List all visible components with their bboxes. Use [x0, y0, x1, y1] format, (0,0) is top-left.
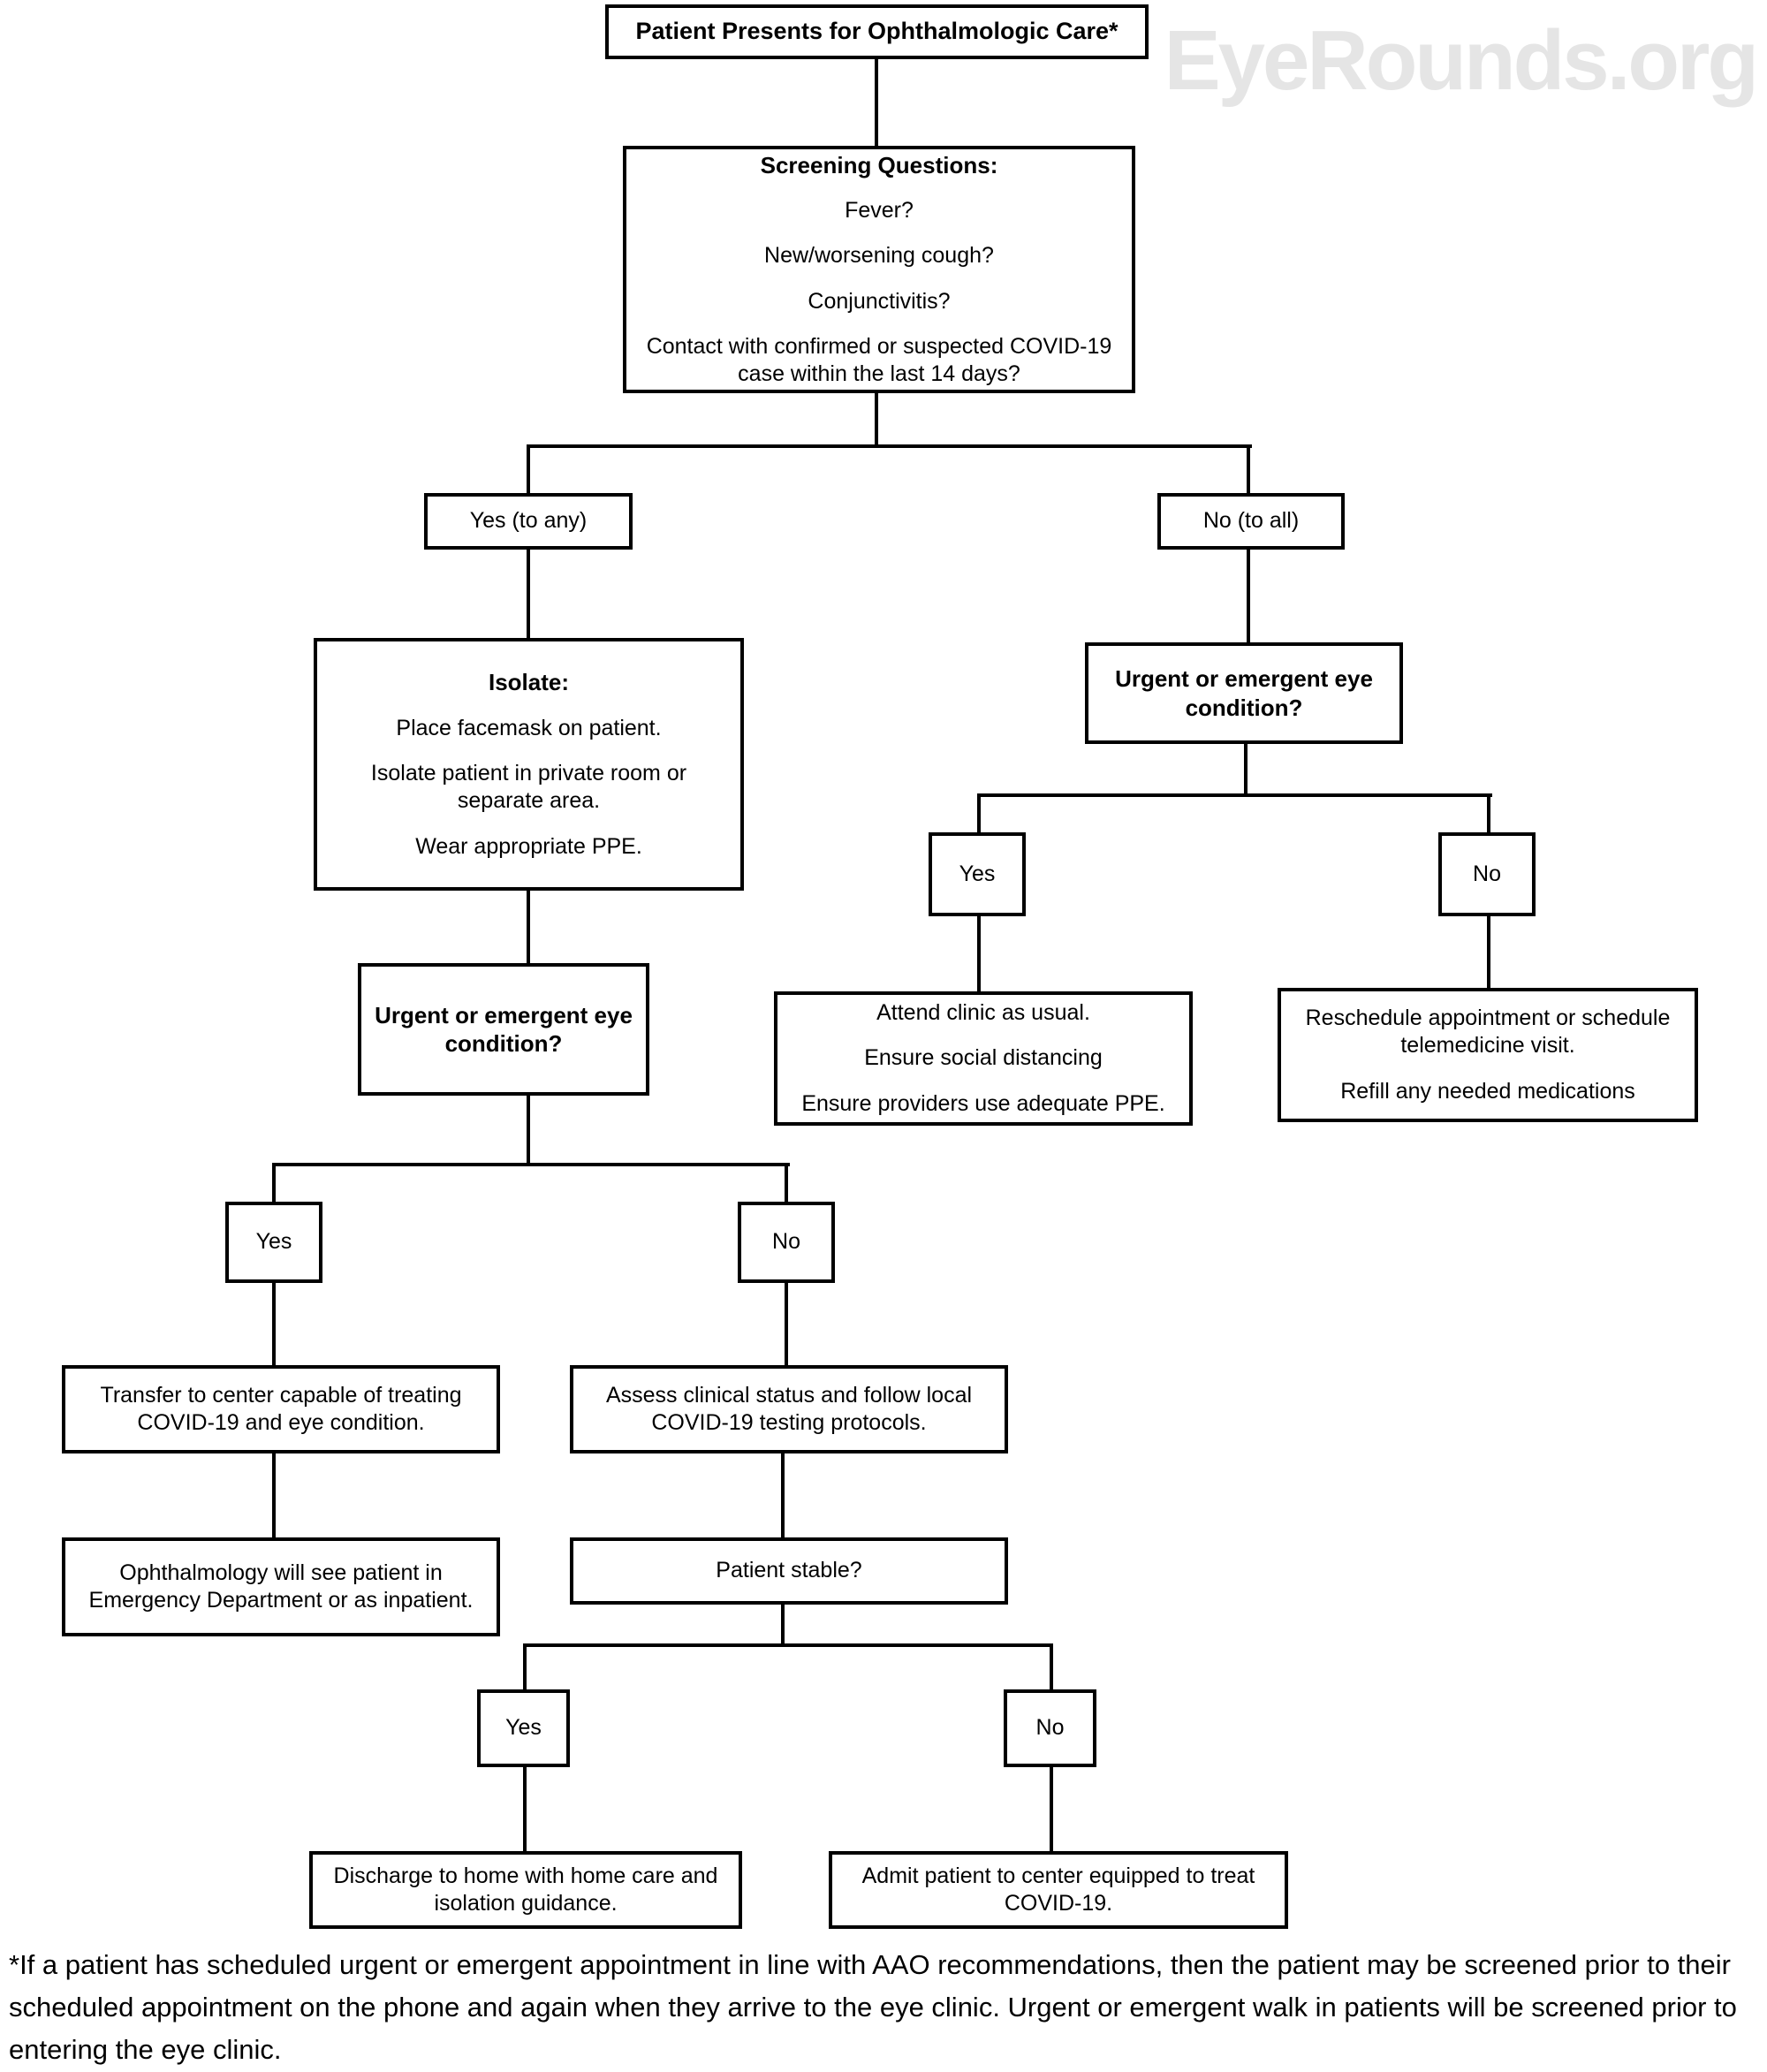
node-yes-bottom: Yes: [477, 1689, 570, 1767]
node-no-left-label: No: [772, 1229, 800, 1255]
connector-line: [527, 1096, 530, 1165]
node-patient-stable: Patient stable?: [570, 1537, 1008, 1605]
connector-line: [523, 1643, 527, 1689]
node-urgent-condition-left: Urgent or emergent eye condition?: [358, 963, 649, 1096]
node-urgent-condition-right-label: Urgent or emergent eye condition?: [1115, 665, 1373, 721]
node-yes-right: Yes: [929, 832, 1026, 916]
connector-line: [977, 793, 981, 832]
node-discharge-label: Discharge to home with home care and iso…: [333, 1863, 718, 1916]
node-discharge: Discharge to home with home care and iso…: [309, 1851, 742, 1929]
node-ophthalmology-label: Ophthalmology will see patient in Emerge…: [88, 1560, 474, 1613]
node-yes-to-any-label: Yes (to any): [469, 508, 588, 534]
connector-line: [1247, 550, 1250, 642]
node-isolate: Isolate: Place facemask on patient. Isol…: [314, 638, 744, 891]
reschedule-line: Reschedule appointment or schedule telem…: [1305, 1006, 1671, 1059]
connector-line: [781, 1453, 785, 1537]
connector-line: [523, 1767, 527, 1851]
connector-line: [272, 1163, 276, 1202]
isolate-step: Wear appropriate PPE.: [415, 833, 642, 859]
node-assess-label: Assess clinical status and follow local …: [605, 1382, 973, 1435]
connector-line: [272, 1453, 276, 1537]
node-patient-stable-label: Patient stable?: [716, 1558, 862, 1583]
node-yes-to-any: Yes (to any): [424, 493, 633, 550]
node-no-to-all-label: No (to all): [1202, 508, 1300, 534]
attend-clinic-line: Ensure providers use adequate PPE.: [801, 1090, 1165, 1116]
connector-line: [1487, 916, 1490, 988]
connector-line: [875, 393, 878, 446]
screening-questions-title: Screening Questions:: [760, 151, 998, 178]
node-ophthalmology: Ophthalmology will see patient in Emerge…: [62, 1537, 500, 1636]
connector-line: [785, 1163, 788, 1202]
connector-line: [875, 57, 878, 146]
node-transfer: Transfer to center capable of treating C…: [62, 1365, 500, 1453]
node-yes-right-label: Yes: [959, 861, 996, 886]
connector-line: [527, 444, 1252, 448]
connector-line: [272, 1283, 276, 1365]
node-yes-left: Yes: [225, 1202, 322, 1283]
connector-line: [1244, 744, 1248, 795]
node-screening-questions: Screening Questions: Fever? New/worsenin…: [623, 146, 1135, 393]
node-admit-label: Admit patient to center equipped to trea…: [861, 1863, 1255, 1916]
connector-line: [523, 1643, 1053, 1647]
connector-line: [527, 891, 530, 963]
attend-clinic-line: Attend clinic as usual.: [876, 1000, 1090, 1026]
connector-line: [527, 550, 530, 638]
node-transfer-label: Transfer to center capable of treating C…: [100, 1382, 462, 1435]
isolate-step: Place facemask on patient.: [396, 715, 662, 740]
node-urgent-condition-right: Urgent or emergent eye condition?: [1085, 642, 1403, 744]
eyerounds-watermark: EyeRounds.org: [1164, 13, 1759, 108]
node-yes-left-label: Yes: [255, 1229, 292, 1255]
connector-line: [1247, 444, 1250, 493]
node-no-right-label: No: [1473, 861, 1501, 886]
footnote: *If a patient has scheduled urgent or em…: [9, 1949, 1737, 2066]
screening-question: Conjunctivitis?: [808, 288, 951, 314]
connector-line: [781, 1605, 785, 1645]
isolate-title: Isolate:: [488, 669, 570, 696]
node-no-bottom: No: [1004, 1689, 1096, 1767]
connector-line: [785, 1283, 788, 1365]
screening-question: New/worsening cough?: [764, 243, 994, 269]
attend-clinic-line: Ensure social distancing: [864, 1045, 1103, 1071]
reschedule-line: Refill any needed medications: [1340, 1078, 1635, 1104]
node-no-right: No: [1438, 832, 1536, 916]
connector-line: [272, 1163, 790, 1166]
node-attend-clinic: Attend clinic as usual. Ensure social di…: [774, 991, 1193, 1126]
node-patient-presents-label: Patient Presents for Ophthalmologic Care…: [635, 18, 1119, 45]
node-yes-bottom-label: Yes: [505, 1715, 542, 1741]
connector-line: [527, 444, 530, 493]
node-assess: Assess clinical status and follow local …: [570, 1365, 1008, 1453]
node-urgent-condition-left-label: Urgent or emergent eye condition?: [375, 1001, 633, 1058]
node-no-to-all: No (to all): [1157, 493, 1345, 550]
connector-line: [977, 793, 1492, 797]
connector-line: [1050, 1643, 1053, 1689]
connector-line: [1050, 1767, 1053, 1851]
node-patient-presents: Patient Presents for Ophthalmologic Care…: [605, 4, 1149, 59]
connector-line: [1487, 793, 1490, 832]
isolate-step: Isolate patient in private room or separ…: [370, 761, 687, 814]
node-admit: Admit patient to center equipped to trea…: [829, 1851, 1288, 1929]
node-no-left: No: [738, 1202, 835, 1283]
node-reschedule: Reschedule appointment or schedule telem…: [1278, 988, 1698, 1122]
screening-question: Fever?: [845, 198, 914, 224]
connector-line: [977, 916, 981, 991]
screening-question: Contact with confirmed or suspected COVI…: [646, 333, 1112, 387]
node-no-bottom-label: No: [1035, 1715, 1065, 1741]
